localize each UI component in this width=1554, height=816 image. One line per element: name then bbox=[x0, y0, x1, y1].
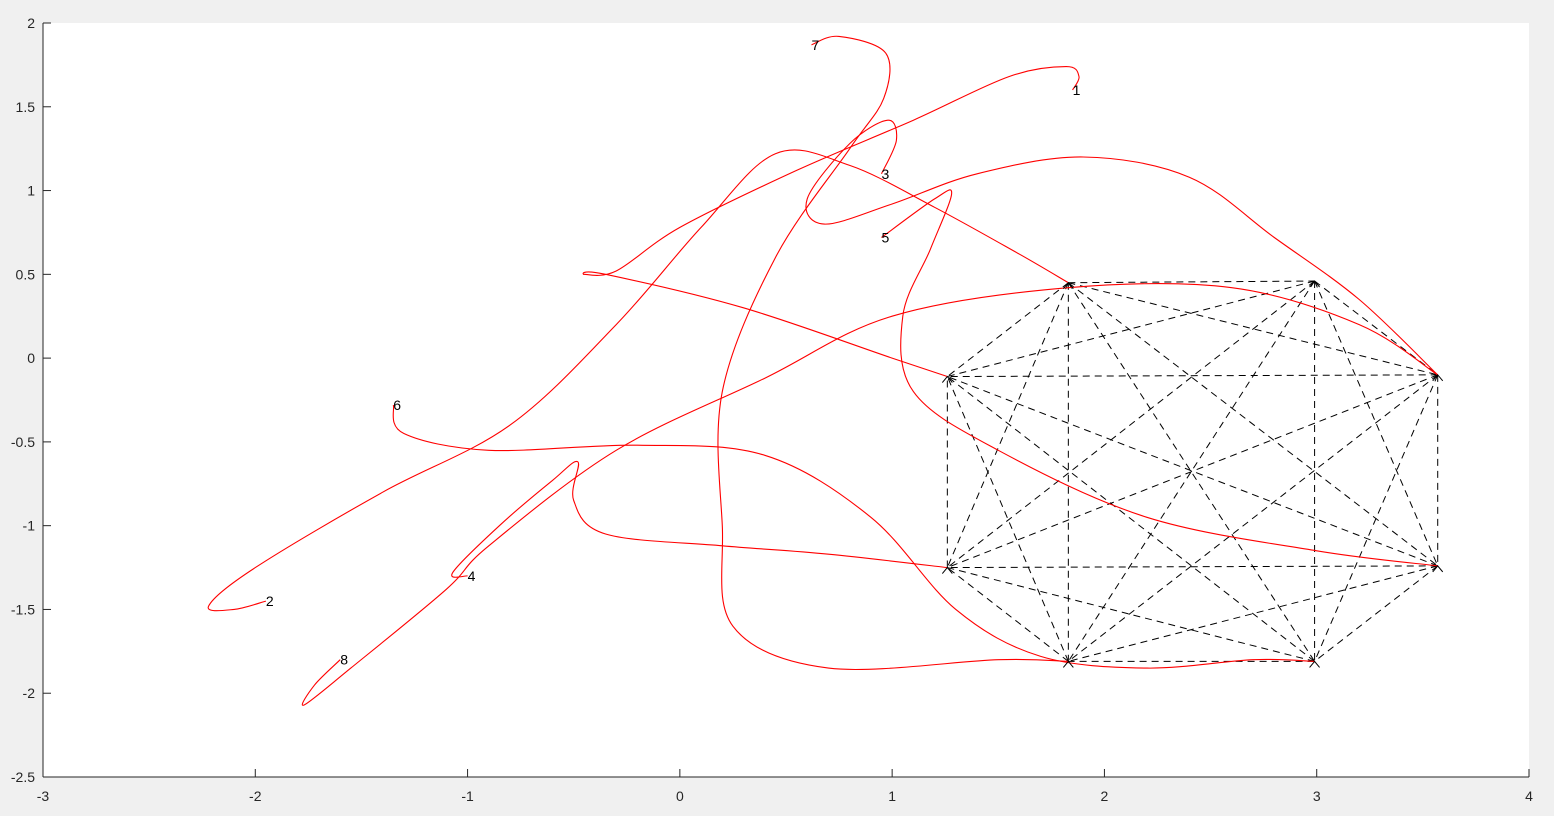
graph-edge bbox=[947, 376, 1438, 567]
graph-edge bbox=[1314, 565, 1439, 662]
graph-edge bbox=[1314, 374, 1439, 662]
x-tick-label: -1 bbox=[461, 788, 474, 804]
y-tick-label: 1 bbox=[27, 183, 35, 199]
trajectory-curve-4 bbox=[451, 460, 948, 578]
y-tick-label: -2.5 bbox=[11, 769, 35, 785]
graph-edge bbox=[1068, 282, 1438, 376]
x-tick-label: 4 bbox=[1525, 788, 1533, 804]
graph-edge bbox=[947, 374, 1438, 378]
graph-node-marker bbox=[941, 375, 953, 383]
trajectory-curve-5 bbox=[881, 189, 1438, 567]
y-axis: -2.5 -2 -1.5 -1 -0.5 0 0.5 1 1.5 2 bbox=[11, 15, 51, 785]
graph-edge bbox=[1068, 374, 1439, 662]
x-tick-label: 0 bbox=[676, 788, 684, 804]
y-tick-label: 0 bbox=[27, 350, 35, 366]
x-tick-label: -2 bbox=[249, 788, 262, 804]
graph-node-marker bbox=[1309, 280, 1320, 288]
start-point-label-2: 2 bbox=[266, 593, 274, 609]
graph-node-marker bbox=[941, 566, 953, 574]
graph-node-markers bbox=[941, 280, 1444, 668]
trajectory-curve-8 bbox=[301, 283, 1438, 706]
trajectory-curve-1 bbox=[582, 66, 1080, 378]
x-tick-label: -3 bbox=[37, 788, 50, 804]
start-point-label-6: 6 bbox=[393, 397, 401, 413]
start-point-labels: 1 2 3 4 5 6 7 8 bbox=[266, 37, 1081, 668]
axes-background bbox=[43, 23, 1529, 777]
axes-box bbox=[42, 23, 1529, 778]
graph-edge bbox=[1067, 280, 1316, 662]
trajectory-curve-3 bbox=[805, 119, 1439, 376]
y-tick-label: 1.5 bbox=[16, 99, 36, 115]
trajectory-curve-7 bbox=[717, 35, 1069, 671]
graph-edge bbox=[946, 282, 1069, 568]
graph-edge bbox=[1067, 282, 1316, 662]
x-tick-label: 3 bbox=[1313, 788, 1321, 804]
graph-edge bbox=[1314, 280, 1439, 376]
graph-node-marker bbox=[1432, 565, 1444, 573]
trajectory-curve-6 bbox=[392, 404, 1315, 669]
graph-edge bbox=[1314, 280, 1439, 567]
y-tick-label: 0.5 bbox=[16, 266, 36, 282]
graph-edge bbox=[947, 567, 1315, 662]
start-point-label-1: 1 bbox=[1073, 82, 1081, 98]
trajectory-curves bbox=[207, 35, 1439, 706]
y-tick-label: -2 bbox=[23, 685, 36, 701]
graph-edge bbox=[1068, 280, 1315, 284]
start-point-label-4: 4 bbox=[468, 568, 476, 584]
graph-edge bbox=[947, 280, 1315, 378]
graph-edge bbox=[947, 565, 1438, 569]
start-point-label-3: 3 bbox=[882, 166, 890, 182]
graph-edges bbox=[946, 280, 1439, 662]
start-point-label-8: 8 bbox=[340, 652, 348, 668]
y-tick-label: -0.5 bbox=[11, 434, 35, 450]
y-tick-label: -1.5 bbox=[11, 601, 35, 617]
graph-node-marker bbox=[1432, 374, 1444, 382]
x-tick-label: 1 bbox=[888, 788, 896, 804]
graph-edge bbox=[947, 567, 1069, 662]
graph-edge bbox=[947, 280, 1315, 568]
x-tick-label: 2 bbox=[1101, 788, 1109, 804]
y-tick-label: 2 bbox=[27, 15, 35, 31]
graph-node-marker bbox=[1062, 660, 1074, 668]
graph-edge bbox=[947, 282, 1069, 377]
start-point-label-7: 7 bbox=[811, 37, 819, 53]
x-axis: -3 -2 -1 0 1 2 3 4 bbox=[37, 769, 1533, 804]
graph-edge bbox=[947, 374, 1438, 569]
trajectory-curve-2 bbox=[207, 149, 1069, 612]
start-point-label-5: 5 bbox=[882, 229, 890, 245]
graph-edge bbox=[1068, 565, 1438, 662]
graph-node-marker bbox=[1062, 281, 1074, 290]
graph-node-marker bbox=[1309, 660, 1320, 668]
y-tick-label: -1 bbox=[23, 518, 36, 534]
graph-edge bbox=[946, 376, 1069, 662]
graph-edge bbox=[947, 376, 1315, 662]
